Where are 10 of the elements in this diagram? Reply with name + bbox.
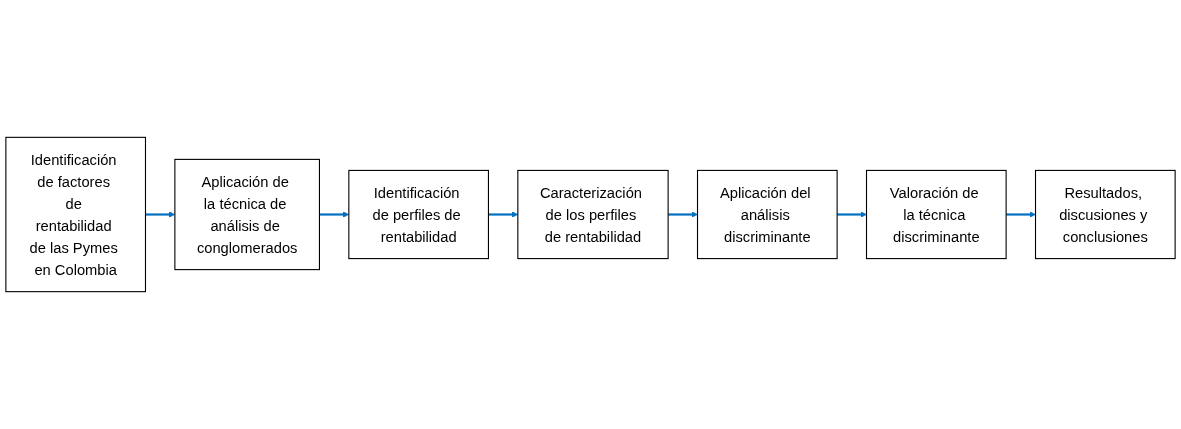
node-box: Resultados, discusiones y conclusiones bbox=[1034, 169, 1176, 260]
arrow bbox=[837, 211, 867, 218]
node-box: Caracterización de los perfiles de rentabilidad bbox=[517, 169, 669, 260]
node-box: Aplicación de la técnica de análisis de conglomerados bbox=[174, 158, 320, 271]
node-box: Identificación de factores de rentabilidad de las Pymes en Colombia bbox=[5, 136, 147, 293]
node-box: Identificación de perfiles de rentabilidad bbox=[348, 169, 489, 260]
node-box: Valoración de la técnica discriminante bbox=[865, 169, 1007, 260]
arrow bbox=[1006, 211, 1036, 218]
arrow bbox=[668, 211, 698, 218]
node-box: Aplicación del análisis discriminante bbox=[696, 169, 838, 260]
